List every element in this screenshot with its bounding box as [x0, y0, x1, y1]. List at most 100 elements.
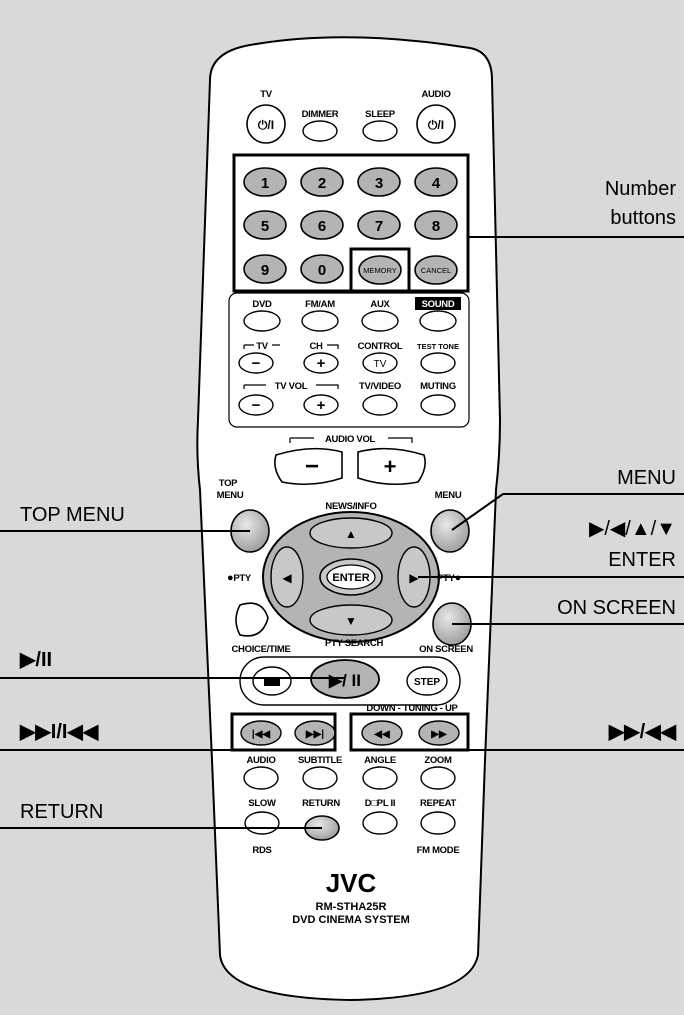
- subtitle-button[interactable]: [302, 766, 338, 790]
- enter-callout-label: ENTER: [608, 549, 676, 571]
- dvd-button[interactable]: [243, 310, 281, 332]
- audiovol-minus-button[interactable]: −: [274, 447, 343, 486]
- dvd-label: DVD: [252, 299, 272, 310]
- repeat-button[interactable]: [420, 811, 456, 835]
- play-callout-label: ▶/II: [19, 649, 52, 671]
- stop-button[interactable]: [252, 666, 292, 696]
- control-label: CONTROL: [358, 341, 403, 352]
- angle-button[interactable]: [362, 766, 398, 790]
- dcpl-button[interactable]: [362, 811, 398, 835]
- skip-callout-label: ▶▶I/I◀◀: [19, 721, 99, 743]
- svg-text:9: 9: [261, 262, 269, 279]
- number-key-1[interactable]: 1: [243, 167, 287, 197]
- tuning-label: DOWN - TUNING - UP: [366, 703, 458, 714]
- svg-text:6: 6: [318, 218, 326, 235]
- menu-label: MENU: [435, 490, 462, 501]
- sleep-button[interactable]: [362, 120, 398, 142]
- slow-button[interactable]: [244, 811, 280, 835]
- fmam-label: FM/AM: [305, 299, 335, 310]
- number-key-4[interactable]: 4: [414, 167, 458, 197]
- audio-func-label: AUDIO: [246, 755, 275, 766]
- svg-text:−: −: [252, 355, 261, 372]
- tv-ch-minus-button[interactable]: −: [238, 352, 274, 374]
- top-menu-label-2: MENU: [217, 490, 244, 501]
- number-key-6[interactable]: 6: [300, 210, 344, 240]
- dcpl-label: D□PL II: [365, 798, 395, 809]
- dimmer-label: DIMMER: [302, 109, 339, 120]
- fmam-button[interactable]: [301, 310, 339, 332]
- next-icon: ▶▶|: [305, 729, 324, 740]
- memory-button[interactable]: MEMORY: [358, 255, 402, 285]
- aux-button[interactable]: [361, 310, 399, 332]
- number-buttons-label-1: Number: [605, 178, 676, 200]
- subtitle-label: SUBTITLE: [298, 755, 342, 766]
- ch-label: CH: [309, 341, 323, 352]
- ff-button[interactable]: ▶▶: [418, 720, 460, 746]
- on-screen-label: ON SCREEN: [419, 644, 473, 655]
- tvvol-label: TV VOL: [275, 381, 308, 392]
- testtone-label: TEST TONE: [417, 342, 459, 351]
- svg-text:0: 0: [318, 262, 326, 279]
- step-button[interactable]: STEP: [406, 666, 448, 696]
- svg-text:−: −: [252, 397, 261, 414]
- svg-text:CANCEL: CANCEL: [421, 266, 451, 275]
- audio-func-button[interactable]: [243, 766, 279, 790]
- model-text: RM-STHA25R: [316, 901, 387, 913]
- svg-text:ENTER: ENTER: [332, 572, 369, 584]
- tvvol-minus-button[interactable]: −: [238, 394, 274, 416]
- stop-icon: [264, 677, 280, 686]
- prev-button[interactable]: |◀◀: [240, 720, 282, 746]
- ff-rew-frame: [349, 712, 470, 752]
- ff-icon: ▶▶: [430, 729, 448, 740]
- down-button[interactable]: ▼: [309, 604, 393, 636]
- sound-button[interactable]: [419, 310, 457, 332]
- number-key-3[interactable]: 3: [357, 167, 401, 197]
- zoom-button[interactable]: [420, 766, 456, 790]
- newsinfo-label: NEWS/INFO: [325, 501, 376, 512]
- cancel-button[interactable]: CANCEL: [414, 255, 458, 285]
- rew-button[interactable]: ◀◀: [361, 720, 403, 746]
- right-arrow-icon: ▶: [409, 571, 419, 585]
- svg-text:TV: TV: [374, 359, 387, 370]
- audiovol-bracket: [289, 437, 413, 443]
- angle-label: ANGLE: [364, 755, 396, 766]
- top-menu-callout-label: TOP MENU: [20, 504, 125, 526]
- tv-bracket: [243, 344, 280, 349]
- audiovol-plus-button[interactable]: +: [357, 447, 426, 486]
- tv-power-button[interactable]: ⏻/I: [246, 104, 286, 144]
- number-key-5[interactable]: 5: [243, 210, 287, 240]
- tv-ch-plus-button[interactable]: +: [303, 352, 339, 374]
- memory-frame: [349, 247, 411, 293]
- slow-label: SLOW: [248, 798, 276, 809]
- dimmer-button[interactable]: [302, 120, 338, 142]
- tvvideo-button[interactable]: [362, 394, 398, 416]
- number-key-9[interactable]: 9: [243, 254, 287, 284]
- number-key-2[interactable]: 2: [300, 167, 344, 197]
- tvvol-plus-button[interactable]: +: [303, 394, 339, 416]
- arrows-callout-label: ▶/◀/▲/▼: [589, 518, 676, 540]
- enter-button[interactable]: ENTER: [319, 558, 383, 596]
- choice-time-button[interactable]: [235, 602, 269, 637]
- fmmode-label: FM MODE: [417, 845, 460, 856]
- tv-label: TV: [260, 89, 273, 100]
- audio-label: AUDIO: [421, 89, 450, 100]
- up-button[interactable]: ▲: [309, 517, 393, 549]
- audio-power-button[interactable]: ⏻/I: [416, 104, 456, 144]
- number-key-0[interactable]: 0: [300, 254, 344, 284]
- power-icon: ⏻/I: [258, 118, 274, 132]
- number-key-8[interactable]: 8: [414, 210, 458, 240]
- testtone-button[interactable]: [420, 352, 456, 374]
- jvc-logo: JVC: [326, 868, 377, 898]
- sound-label: SOUND: [422, 299, 455, 310]
- menu-callout-line: [451, 493, 504, 531]
- left-button[interactable]: ◀: [270, 546, 304, 608]
- return-callout-label: RETURN: [20, 801, 103, 823]
- number-key-7[interactable]: 7: [357, 210, 401, 240]
- control-tv-button[interactable]: TV: [362, 352, 398, 374]
- muting-button[interactable]: [420, 394, 456, 416]
- sound-badge: [415, 297, 461, 310]
- menu-button[interactable]: [430, 509, 470, 553]
- svg-text:8: 8: [432, 218, 440, 235]
- next-button[interactable]: ▶▶|: [294, 720, 336, 746]
